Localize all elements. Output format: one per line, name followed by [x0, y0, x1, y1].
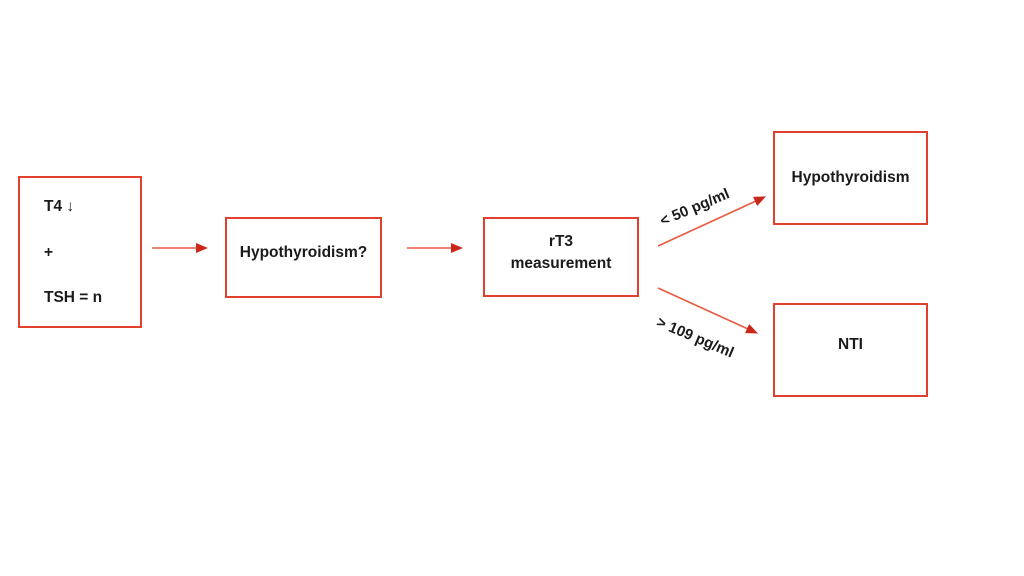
- node-rt3-measurement: rT3 measurement: [483, 217, 639, 297]
- input-line-plus: +: [44, 243, 54, 261]
- node-outcome-nti: NTI: [773, 303, 928, 397]
- branch-label-low-rt3: < 50 pg/ml: [657, 185, 733, 230]
- node-hypothyroidism-question: Hypothyroidism?: [225, 217, 382, 298]
- branch-label-high-rt3: > 109 pg/ml: [654, 313, 737, 362]
- input-line-t4: T4 ↓: [44, 198, 75, 215]
- input-line-tsh: TSH = n: [44, 289, 103, 306]
- node-outcome-hypothyroidism: Hypothyroidism: [773, 131, 928, 225]
- node-input-findings: T4 ↓ + TSH = n: [18, 176, 142, 328]
